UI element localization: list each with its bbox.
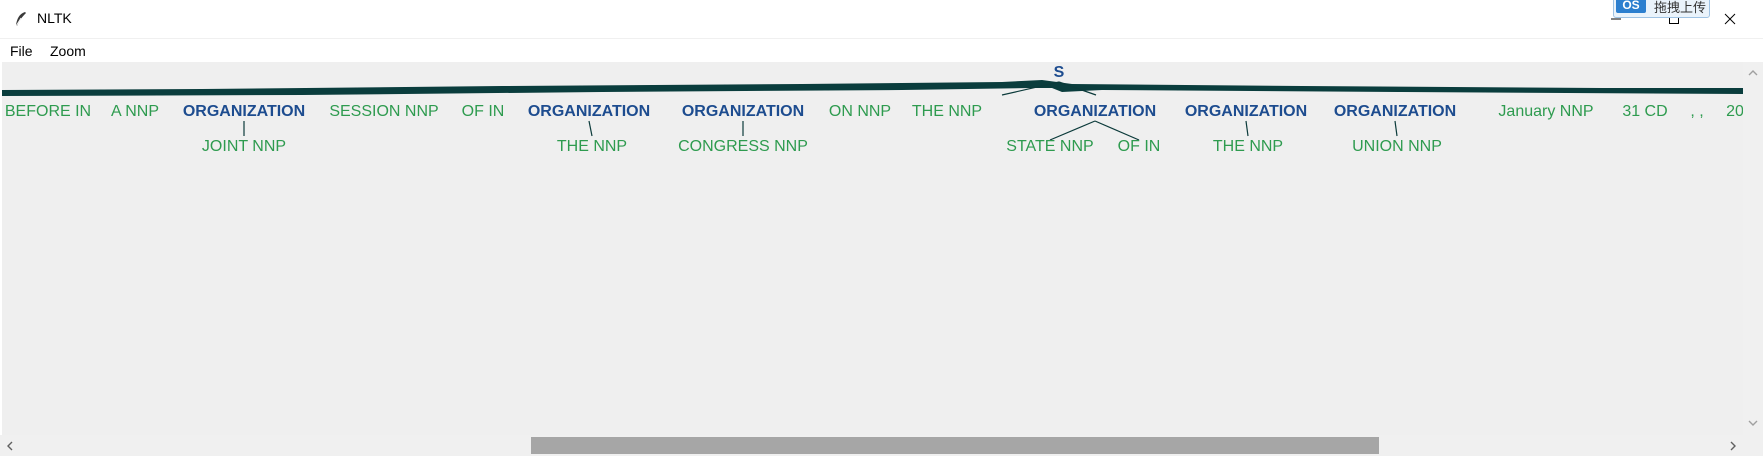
edge [1394, 120, 1398, 137]
chevron-right-icon [1730, 441, 1736, 450]
edge [1058, 81, 1097, 96]
tree-leaf[interactable]: A NNP [111, 103, 159, 120]
scroll-left-button[interactable] [0, 435, 20, 456]
tree-leaf[interactable]: BEFORE IN [5, 103, 91, 120]
tree-leaf[interactable]: JOINT NNP [202, 138, 286, 155]
tree-leaf[interactable]: THE NNP [912, 103, 982, 120]
edge [1094, 120, 1140, 141]
overlay-logo-icon: OS [1616, 0, 1646, 13]
tree-leaf[interactable]: CONGRESS NNP [678, 138, 808, 155]
tree-root[interactable]: S [1054, 64, 1065, 81]
minimize-button[interactable] [1593, 0, 1639, 38]
scroll-right-button[interactable] [1723, 435, 1743, 456]
tree-leaf[interactable]: SESSION NNP [329, 103, 438, 120]
tree-leaf[interactable]: ON NNP [829, 103, 891, 120]
tree-leaf[interactable]: , , [1690, 103, 1703, 120]
tree-node-organization[interactable]: ORGANIZATION [528, 103, 650, 120]
tree-leaf[interactable]: STATE NNP [1006, 138, 1093, 155]
chevron-left-icon [7, 441, 13, 450]
feather-icon [15, 12, 26, 27]
tree-leaf[interactable]: THE NNP [1213, 138, 1283, 155]
upload-overlay[interactable]: OS 拖拽上传 [1613, 0, 1710, 18]
horizontal-scroll-thumb[interactable] [531, 437, 1379, 454]
menu-file[interactable]: File [10, 43, 33, 59]
overlay-label: 拖拽上传 [1654, 0, 1707, 15]
tree-node-organization[interactable]: ORGANIZATION [1034, 103, 1156, 120]
minimize-icon [1611, 18, 1621, 20]
menu-zoom[interactable]: Zoom [50, 43, 86, 59]
edge [1049, 120, 1096, 141]
tree-leaf[interactable]: January NNP [1498, 103, 1593, 120]
chevron-up-icon [1748, 70, 1758, 76]
edge [1245, 120, 1249, 137]
tree-leaf[interactable]: OF IN [1118, 138, 1161, 155]
chevron-down-icon [1748, 420, 1758, 426]
tree-node-organization[interactable]: ORGANIZATION [682, 103, 804, 120]
tree-leaf[interactable]: THE NNP [557, 138, 627, 155]
scroll-up-button[interactable] [1743, 64, 1763, 82]
close-icon [1724, 13, 1736, 25]
title-bar: NLTK OS 拖拽上传 [0, 0, 1763, 38]
tree-svg: S BEFORE IN A NNP ORGANIZATION SESSION N… [2, 64, 1743, 155]
tree-canvas[interactable]: S BEFORE IN A NNP ORGANIZATION SESSION N… [2, 62, 1743, 435]
scrollbar-corner [1743, 435, 1763, 456]
scroll-down-button[interactable] [1743, 414, 1763, 432]
edge-band [2, 80, 1743, 96]
edge [588, 120, 593, 137]
tree-leaf[interactable]: 20 [1726, 103, 1743, 120]
tree-node-organization[interactable]: ORGANIZATION [1334, 103, 1456, 120]
menu-bar: File Zoom [0, 38, 1763, 63]
window-title: NLTK [37, 10, 72, 26]
tree-leaf[interactable]: OF IN [462, 103, 505, 120]
tree-leaf[interactable]: UNION NNP [1352, 138, 1442, 155]
vertical-scrollbar[interactable] [1743, 62, 1763, 435]
tree-leaf[interactable]: 31 CD [1622, 103, 1667, 120]
close-button[interactable] [1707, 0, 1753, 38]
edge [1001, 81, 1060, 96]
tree-node-organization[interactable]: ORGANIZATION [1185, 103, 1307, 120]
tree-node-organization[interactable]: ORGANIZATION [183, 103, 305, 120]
